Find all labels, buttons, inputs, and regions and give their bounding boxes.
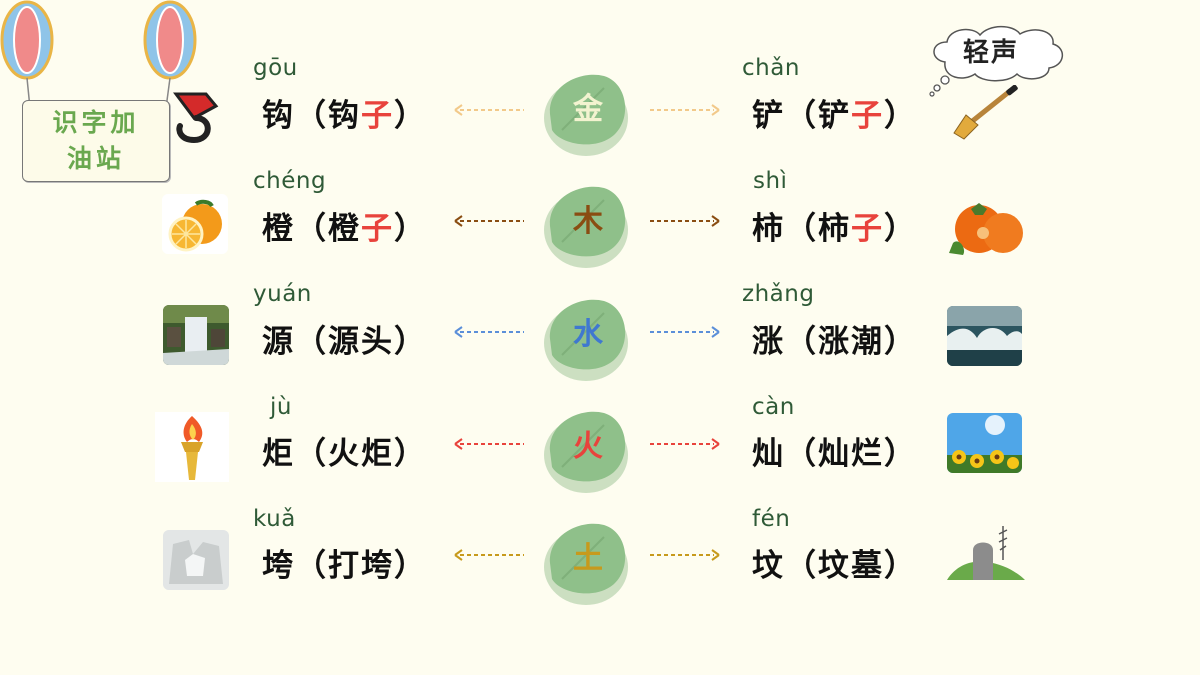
right-word-0: 铲（铲子） (752, 98, 917, 134)
note-bubble-label: 轻声 (963, 38, 1020, 68)
left-word-1: 橙（橙子） (262, 211, 427, 247)
element-leaf-4: 土 (540, 515, 636, 611)
left-word-3: 炬（火炬） (262, 436, 427, 472)
element-char-4: 土 (573, 541, 603, 576)
arrow-right-icon (650, 438, 720, 450)
balloon-right-icon (143, 0, 197, 109)
arrow-left-icon (454, 549, 524, 561)
left-pinyin-3: jù (270, 394, 292, 420)
left-pinyin-0: gōu (253, 55, 298, 81)
right-pinyin-4: fén (752, 506, 791, 532)
right-word-4: 坟（坟墓） (752, 548, 917, 584)
right-word-1: 柿（柿子） (752, 211, 917, 247)
orange-image (162, 194, 228, 254)
element-leaf-3: 火 (540, 403, 636, 499)
persimmon-image (943, 193, 1029, 263)
left-word-2: 源（源头） (262, 324, 427, 360)
arrow-left-icon (454, 326, 524, 338)
left-pinyin-1: chéng (253, 168, 327, 194)
grave-icon (943, 520, 1029, 590)
element-char-2: 水 (573, 317, 603, 352)
element-leaf-1: 木 (540, 178, 636, 274)
leaf-icon (544, 186, 628, 268)
collapsed-wall-image (163, 530, 229, 590)
waterfall-image (163, 305, 229, 365)
thought-cloud-icon (929, 25, 1063, 97)
right-word-2: 涨（涨潮） (752, 324, 917, 360)
left-pinyin-2: yuán (253, 281, 312, 307)
sign-line-1: 识字加 (52, 108, 140, 137)
right-pinyin-2: zhǎng (742, 281, 815, 307)
shovel-icon (950, 84, 1020, 145)
element-leaf-0: 金 (540, 66, 636, 162)
element-char-1: 木 (573, 204, 603, 239)
arrow-left-icon (454, 438, 524, 450)
element-leaf-2: 水 (540, 291, 636, 387)
left-word-0: 钩（钩子） (262, 98, 427, 134)
arrow-left-icon (454, 104, 524, 116)
right-pinyin-3: càn (752, 394, 795, 420)
tide-wave-image (947, 306, 1022, 366)
balloon-left-icon (0, 0, 54, 109)
leaf-icon (544, 299, 628, 381)
left-word-4: 垮（打垮） (262, 548, 427, 584)
arrow-left-icon (454, 215, 524, 227)
sunflower-image (947, 413, 1022, 473)
sign-line-2: 油站 (66, 144, 125, 173)
sign-board: 识字加 油站 (22, 100, 170, 182)
torch-icon (155, 412, 229, 482)
right-pinyin-0: chǎn (742, 55, 800, 81)
right-pinyin-1: shì (753, 168, 788, 194)
arrow-right-icon (650, 215, 720, 227)
leaf-icon (544, 411, 628, 493)
arrow-right-icon (650, 326, 720, 338)
arrow-right-icon (650, 549, 720, 561)
leaf-icon (544, 523, 628, 605)
leaf-icon (544, 74, 628, 156)
element-char-3: 火 (573, 429, 603, 464)
right-word-3: 灿（灿烂） (752, 436, 917, 472)
element-char-0: 金 (573, 92, 603, 127)
hook-icon (166, 88, 224, 148)
arrow-right-icon (650, 104, 720, 116)
left-pinyin-4: kuǎ (253, 506, 296, 532)
